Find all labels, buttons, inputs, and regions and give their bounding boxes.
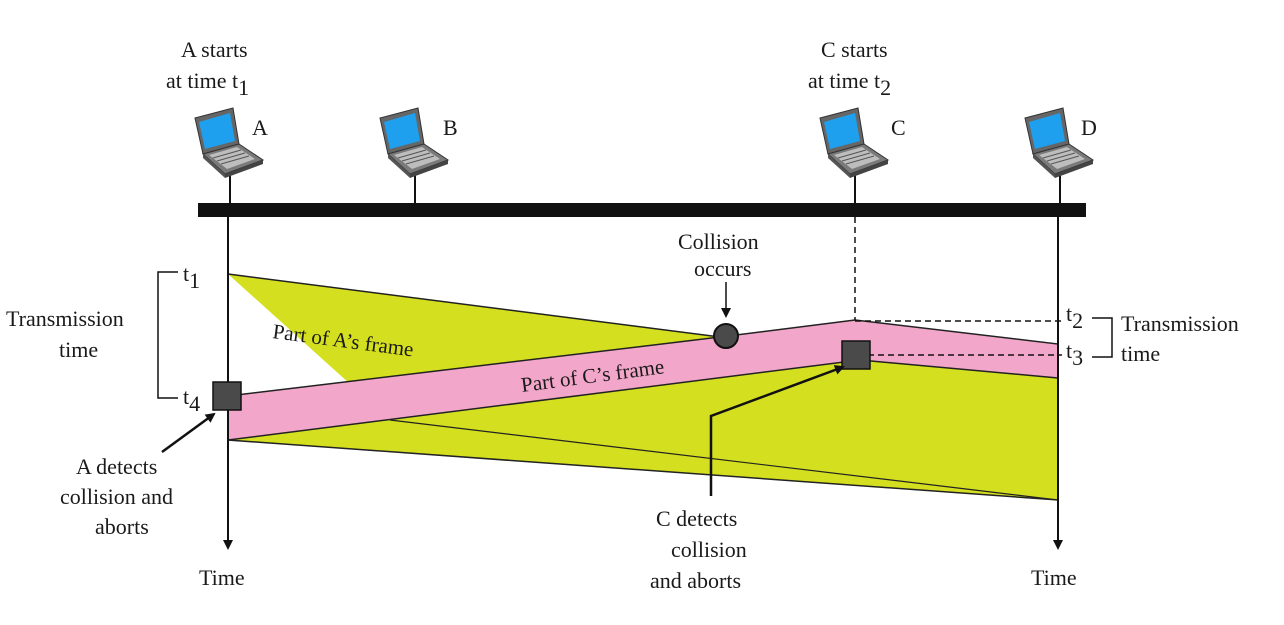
a-detects-line1: A detects [76, 454, 157, 479]
a-frame-tail-edge [859, 359, 1059, 379]
laptop-icon [819, 107, 889, 179]
station-d-label: D [1081, 115, 1097, 140]
c-detects-line3: and aborts [650, 568, 741, 593]
left-transmission-line2: time [59, 337, 98, 362]
c-starts-line1: C starts [821, 37, 888, 62]
collision-label-line2: occurs [694, 256, 751, 281]
c-frame-lower-edge [227, 359, 861, 441]
a-detect-marker [212, 381, 242, 411]
t1-label: t1 [183, 261, 200, 293]
c-detects-arrow [709, 365, 845, 496]
right-transmission-line2: time [1121, 341, 1160, 366]
a-detects-arrow [161, 412, 216, 454]
collision-point-icon [713, 323, 739, 349]
a-frame-region [228, 274, 1058, 500]
a-detects-line2: collision and [60, 484, 173, 509]
c-detect-marker [841, 340, 871, 370]
right-transmission-line1: Transmission [1121, 311, 1239, 336]
c-detects-line1: C detects [656, 506, 737, 531]
laptop-icon [379, 107, 449, 179]
a-starts-line1: A starts [181, 37, 248, 62]
station-c-label: C [891, 115, 906, 140]
c-detects-line2: collision [671, 537, 747, 562]
station-b-label: B [443, 115, 458, 140]
station-a-label: A [252, 115, 268, 140]
c-frame-upper-edge [227, 336, 721, 397]
t4-label: t4 [183, 384, 200, 416]
right-transmission-bracket [1092, 317, 1113, 358]
t2-label: t2 [1066, 301, 1083, 333]
left-transmission-bracket [157, 271, 178, 399]
ethernet-bus [198, 203, 1086, 217]
collision-label-line1: Collision [678, 229, 759, 254]
t3-label: t3 [1066, 338, 1083, 370]
time-label-d: Time [1031, 565, 1077, 590]
c-starts-line2: at time t2 [808, 68, 891, 100]
a-frame-under-c-edge [389, 419, 1059, 501]
a-detects-line3: aborts [95, 514, 149, 539]
left-transmission-line1: Transmission [6, 306, 124, 331]
a-starts-line2: at time t1 [166, 68, 249, 100]
time-label-a: Time [199, 565, 245, 590]
